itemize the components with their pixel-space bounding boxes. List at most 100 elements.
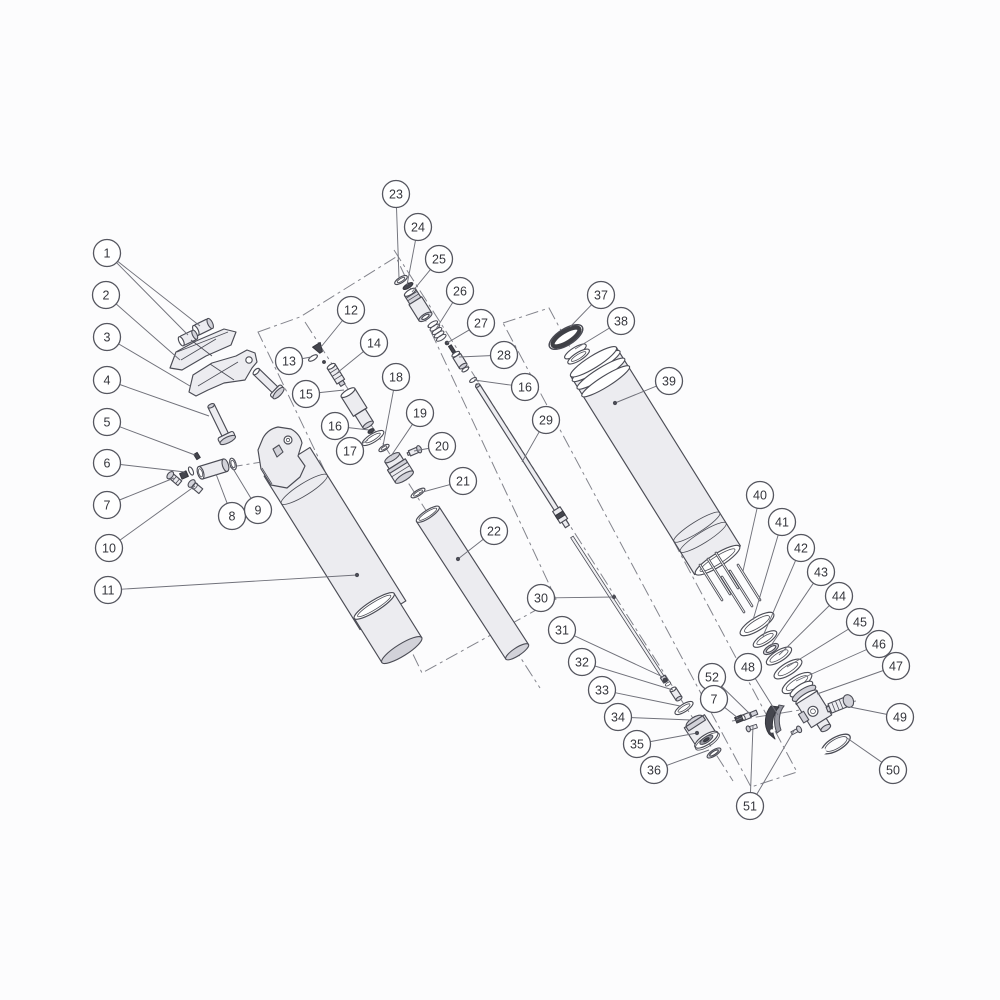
callout-39: 39 xyxy=(654,366,684,396)
part-cartridge-body xyxy=(340,387,374,430)
part-lever-48 xyxy=(764,704,785,740)
leader-line-1 xyxy=(117,260,201,327)
callout-number: 8 xyxy=(229,509,236,523)
callout-number: 49 xyxy=(893,710,907,724)
callout-number: 1 xyxy=(104,246,111,260)
part-pivot-washer xyxy=(187,466,195,476)
part-key-ring-38 xyxy=(564,343,590,365)
leader-line-6 xyxy=(120,464,186,473)
leader-line-42 xyxy=(762,560,797,637)
callout-45: 45 xyxy=(845,607,875,637)
leader-line-41 xyxy=(752,534,779,621)
callout-number: 20 xyxy=(435,439,449,453)
leader-line-37 xyxy=(569,304,592,328)
callout-7: 7 xyxy=(92,490,122,520)
callout-number: 18 xyxy=(389,370,403,384)
callout-27: 27 xyxy=(466,308,496,338)
callout-1: 1 xyxy=(92,238,122,268)
callout-38: 38 xyxy=(606,306,636,336)
callout-number: 2 xyxy=(103,288,110,302)
callout-number: 28 xyxy=(497,348,511,362)
leader-line-49 xyxy=(849,706,887,715)
callout-number: 45 xyxy=(853,615,867,629)
callout-16: 16 xyxy=(320,411,350,441)
leader-dot-35 xyxy=(694,730,700,736)
part-lower-tube-sleeve xyxy=(353,592,423,665)
leader-line-19 xyxy=(390,423,413,457)
callout-number: 24 xyxy=(411,220,425,234)
leader-line-2 xyxy=(115,303,181,361)
leader-line-45 xyxy=(786,628,849,668)
part-clamp-barrel-nut-1 xyxy=(191,317,214,337)
callout-number: 51 xyxy=(743,799,757,813)
part-saddle-clamp-upper xyxy=(169,328,237,371)
callout-46: 46 xyxy=(864,629,894,659)
callout-number: 5 xyxy=(104,415,111,429)
part-upper-tube-39 xyxy=(569,346,741,576)
callout-number: 29 xyxy=(539,413,553,427)
callout-28: 28 xyxy=(489,340,519,370)
callout-number: 17 xyxy=(343,444,357,458)
part-inner-tube-22 xyxy=(415,505,530,661)
parts-layer xyxy=(166,274,855,759)
part-seatpost-head xyxy=(257,426,306,489)
callout-number: 7 xyxy=(104,498,111,512)
callout-number: 46 xyxy=(872,637,886,651)
callout-number: 25 xyxy=(432,252,446,266)
callout-11: 11 xyxy=(93,575,123,605)
part-washer-45 xyxy=(773,658,803,680)
callout-number: 31 xyxy=(555,623,569,637)
callout-number: 52 xyxy=(705,670,719,684)
part-ring-21 xyxy=(410,487,426,499)
leader-line-16 xyxy=(473,379,512,386)
callout-34: 34 xyxy=(603,702,633,732)
callout-37: 37 xyxy=(586,280,616,310)
callout-number: 30 xyxy=(534,591,548,605)
callout-number: 21 xyxy=(456,474,470,488)
leader-line-51 xyxy=(756,728,796,795)
leader-line-22 xyxy=(457,538,484,560)
callout-9: 9 xyxy=(243,495,273,525)
part-ring-18 xyxy=(378,443,390,453)
callout-26: 26 xyxy=(445,276,475,306)
part-clamp-bolt-left xyxy=(207,403,237,446)
part-clip-31 xyxy=(662,677,668,683)
leader-line-4 xyxy=(119,384,210,417)
part-cartridge-cone xyxy=(312,341,323,354)
callout-number: 26 xyxy=(453,284,467,298)
callout-10: 10 xyxy=(94,533,124,563)
callout-number: 36 xyxy=(647,763,661,777)
part-clamp-ring-50 xyxy=(818,733,851,756)
callout-14: 14 xyxy=(359,328,389,358)
callout-52: 52 xyxy=(697,662,727,692)
callout-31: 31 xyxy=(547,615,577,645)
leader-line-15 xyxy=(319,389,345,394)
leader-line-17 xyxy=(361,439,369,445)
part-saddle-clamp-lower xyxy=(188,349,258,397)
part-piston-19 xyxy=(384,452,414,484)
part-cartridge-bead xyxy=(322,360,326,364)
leader-line-20 xyxy=(413,447,429,452)
leader-line-30 xyxy=(554,596,615,599)
callout-36: 36 xyxy=(639,755,669,785)
leader-line-29 xyxy=(521,431,540,463)
part-set-screw xyxy=(193,451,201,461)
part-washer-17 xyxy=(361,429,385,447)
callout-number: 42 xyxy=(794,541,808,555)
callout-15: 15 xyxy=(291,379,321,409)
callout-number: 43 xyxy=(814,565,828,579)
leader-line-16 xyxy=(348,427,370,431)
part-shaft-29 xyxy=(474,383,570,529)
leader-line-14 xyxy=(336,351,364,374)
callout-number: 50 xyxy=(886,763,900,777)
callout-number: 41 xyxy=(775,515,789,529)
part-cartridge-ring-16 xyxy=(367,428,375,434)
phantom-box-shaft xyxy=(502,307,798,788)
leader-line-34 xyxy=(631,717,692,721)
callout-51: 51 xyxy=(735,791,765,821)
callout-number: 33 xyxy=(595,683,609,697)
part-ring-43 xyxy=(762,642,780,656)
leader-line-9 xyxy=(231,466,252,499)
callout-number: 16 xyxy=(328,419,342,433)
